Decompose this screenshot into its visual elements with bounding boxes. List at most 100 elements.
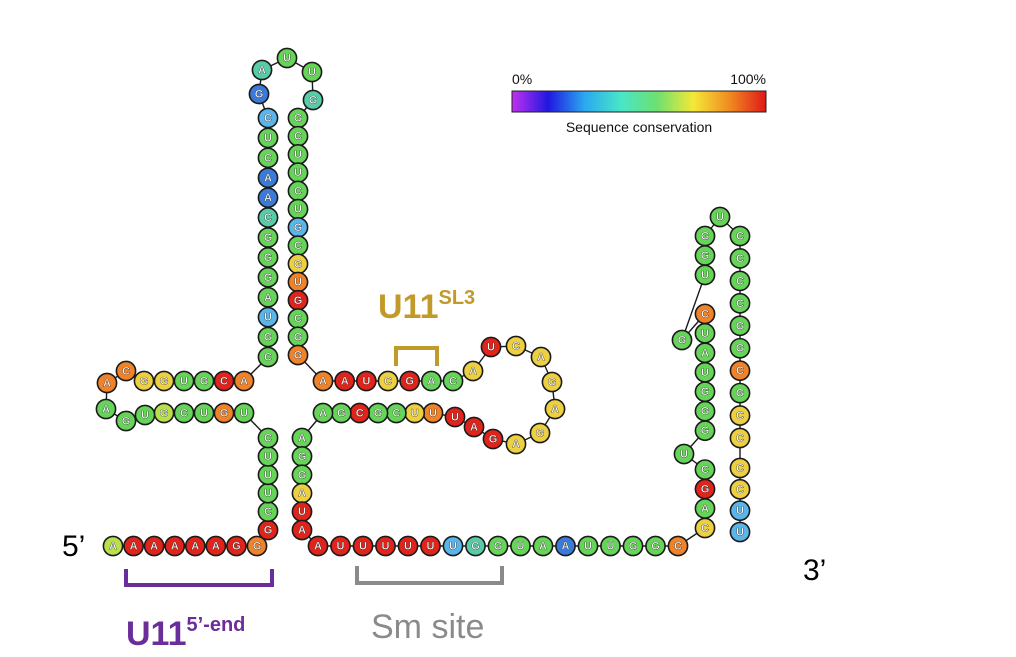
nucleotide-circle xyxy=(729,292,751,314)
nucleotide-circle xyxy=(505,433,527,455)
nucleotide: C xyxy=(694,459,716,481)
nucleotide: U xyxy=(287,144,309,165)
nucleotide-base: U xyxy=(517,541,525,553)
nucleotide: U xyxy=(729,500,751,522)
nucleotide: G xyxy=(287,253,309,275)
nucleotide-circle xyxy=(276,47,298,69)
nucleotide-circle xyxy=(133,370,155,392)
nucleotide: G xyxy=(287,216,309,238)
nucleotide-base: U xyxy=(294,277,302,289)
nucleotide-base: C xyxy=(736,231,744,243)
nucleotide: G xyxy=(694,400,716,422)
nucleotide-base: C xyxy=(264,113,272,125)
nucleotide-circle xyxy=(184,535,206,557)
nucleotide: U xyxy=(352,535,374,557)
nucleotide: C xyxy=(257,346,279,368)
nucleotide-circle xyxy=(134,404,156,426)
nucleotide: C xyxy=(729,478,751,500)
nucleotide-circle xyxy=(246,535,268,557)
nucleotide: A xyxy=(96,372,118,394)
nucleotide: C xyxy=(257,427,279,449)
u11-sl3-superscript: SL3 xyxy=(439,287,476,309)
nucleotide-base: C xyxy=(356,408,364,420)
nucleotide: A xyxy=(291,427,313,449)
nucleotide-circle xyxy=(709,206,731,228)
nucleotide: U xyxy=(301,61,323,83)
nucleotide-base: A xyxy=(150,541,158,553)
nucleotide-base: U xyxy=(716,212,724,224)
nucleotide: A xyxy=(463,416,485,438)
nucleotide-circle xyxy=(600,535,621,557)
nucleotide-circle xyxy=(729,225,751,247)
nucleotide: C xyxy=(729,292,751,314)
nucleotide-base: G xyxy=(160,376,169,388)
nucleotide-circle xyxy=(375,535,396,557)
nucleotide: C xyxy=(729,427,751,449)
nucleotide-circle xyxy=(729,478,751,500)
nucleotide: G xyxy=(257,266,279,288)
nucleotide-base: G xyxy=(736,343,745,355)
nucleotide-circle xyxy=(153,370,175,392)
nucleotide: G xyxy=(287,326,309,348)
nucleotide-circle xyxy=(645,535,666,557)
nucleotide-base: U xyxy=(404,541,412,553)
nucleotide: U xyxy=(420,535,441,557)
nucleotide-base: G xyxy=(471,541,480,553)
nucleotide: G xyxy=(291,464,313,486)
nucleotide-circle xyxy=(729,427,751,449)
nucleotide-circle xyxy=(95,398,117,420)
nucleotide: U xyxy=(257,127,279,149)
nucleotide-base: G xyxy=(294,258,303,270)
nucleotide-base: U xyxy=(308,67,316,79)
nucleotide-base: G xyxy=(651,541,660,553)
nucleotide: U xyxy=(257,482,279,504)
nucleotide: G xyxy=(694,225,716,247)
nucleotide-base: U xyxy=(337,541,345,553)
nucleotide-circle xyxy=(729,405,751,426)
nucleotide: G xyxy=(257,519,279,541)
nucleotide: U xyxy=(673,443,695,465)
nucleotide-circle xyxy=(352,535,374,557)
nucleotide: U xyxy=(404,402,426,424)
nucleotide-circle xyxy=(442,370,464,392)
nucleotide-base: A xyxy=(470,422,478,434)
nucleotide: A xyxy=(462,360,484,382)
nucleotide-base: C xyxy=(736,433,744,445)
nucleotide: C xyxy=(377,370,399,392)
nucleotide-base: A xyxy=(701,503,709,515)
nucleotide-circle xyxy=(729,500,751,522)
nucleotide-base: G xyxy=(264,525,273,537)
nucleotide: G xyxy=(622,535,644,557)
nucleotide: G xyxy=(287,344,309,366)
nucleotide: U xyxy=(233,402,255,424)
nucleotide-base: U xyxy=(200,408,208,420)
nucleotide-circle xyxy=(213,370,235,392)
nucleotide-base: C xyxy=(264,506,272,518)
nucleotide-circle xyxy=(399,370,421,392)
nucleotide-base: A xyxy=(562,541,570,553)
nucleotide: U xyxy=(694,322,716,344)
nucleotide-circle xyxy=(102,535,124,557)
nucleotide-base: U xyxy=(449,541,457,553)
nucleotide-circle xyxy=(164,535,186,557)
nucleotide-circle xyxy=(205,535,227,557)
nucleotide-base: C xyxy=(294,131,302,143)
nucleotide-circle xyxy=(257,107,279,129)
nucleotide: U xyxy=(444,406,466,428)
nucleotide: U xyxy=(600,535,621,557)
nucleotide-base: G xyxy=(220,408,229,420)
nucleotide: A xyxy=(291,482,313,504)
nucleotide-base: U xyxy=(427,541,435,553)
nucleotide-base: G xyxy=(374,408,383,420)
nucleotide-base: U xyxy=(359,541,367,553)
nucleotide-circle xyxy=(555,535,576,557)
nucleotide-base: A xyxy=(102,404,110,416)
nucleotide: U xyxy=(257,464,279,486)
nucleotide-base: U xyxy=(264,451,272,463)
nucleotide-base: C xyxy=(264,152,272,164)
nucleotide: G xyxy=(153,402,175,424)
nucleotide: G xyxy=(287,107,309,129)
nucleotide: A xyxy=(257,187,279,209)
